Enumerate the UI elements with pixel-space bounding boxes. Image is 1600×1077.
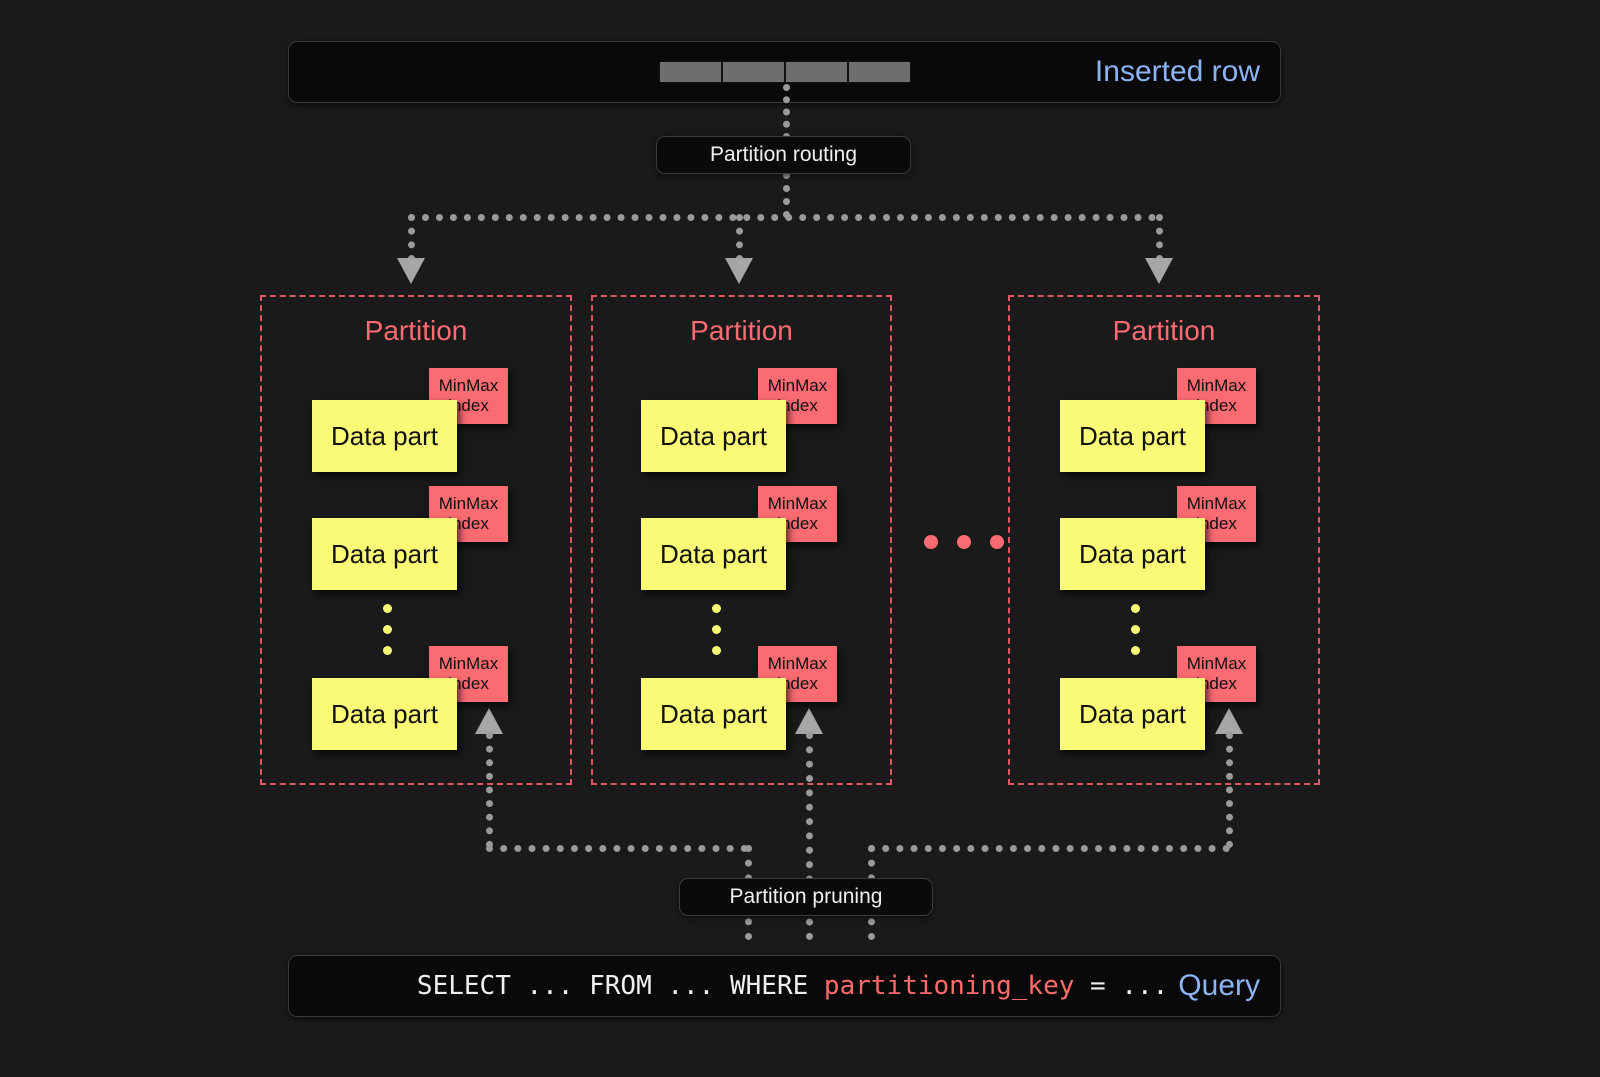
row-cell — [722, 61, 785, 83]
ellipsis-dot — [383, 625, 392, 634]
minmax-index-line-2: index — [777, 514, 818, 533]
data-part-box: Data part — [312, 678, 457, 750]
partition-title: Partition — [690, 315, 793, 346]
ellipsis-dot — [383, 646, 392, 655]
partition-box-2: Partition — [591, 295, 892, 785]
arrow-into-partition-2-bottom — [795, 708, 823, 734]
arrow-into-partition-1-bottom — [475, 708, 503, 734]
minmax-index-box: MinMax index — [758, 486, 837, 542]
minmax-index-line-1: MinMax — [1186, 654, 1247, 674]
connector-pruning-to-partition-3 — [1226, 732, 1233, 848]
minmax-index-line-2: index — [1196, 396, 1237, 415]
data-part-box: Data part — [1060, 518, 1205, 590]
row-cell — [848, 61, 911, 83]
connector-bus-to-partition-2 — [736, 214, 743, 262]
ellipsis-dot — [957, 535, 971, 549]
minmax-index-line-2: index — [448, 514, 489, 533]
partition-title: Partition — [1112, 315, 1216, 346]
minmax-index-line-2: index — [1196, 674, 1237, 693]
minmax-index-line-1: MinMax — [438, 654, 499, 674]
query-code-prefix: SELECT ... FROM ... WHERE — [416, 971, 824, 1001]
data-part-box: Data part — [1060, 678, 1205, 750]
ellipsis-dot — [712, 604, 721, 613]
partition-routing-box: Partition routing — [656, 136, 911, 174]
minmax-index-line-1: MinMax — [438, 494, 499, 514]
minmax-index-line-2: index — [448, 674, 489, 693]
ellipsis-dot — [924, 535, 938, 549]
partition-title: Partition — [364, 315, 468, 346]
ellipsis-dot — [712, 646, 721, 655]
minmax-index-line-1: MinMax — [1186, 376, 1247, 396]
connector-bus-to-partition-3 — [1156, 214, 1163, 262]
data-part-group: MinMax index Data part — [1060, 486, 1256, 590]
data-part-group: MinMax index Data part — [312, 368, 508, 472]
query-code-keyword: partitioning_key — [823, 971, 1075, 1001]
pruning-bus-left — [486, 845, 748, 852]
inserted-row-label: Inserted row — [1094, 55, 1260, 88]
minmax-index-line-1: MinMax — [767, 494, 828, 514]
data-part-group: MinMax index Data part — [641, 486, 837, 590]
data-part-ellipsis — [1131, 604, 1140, 655]
ellipsis-dot — [712, 625, 721, 634]
partition-box-3: Partition — [1008, 295, 1320, 785]
pruning-bus-right — [868, 845, 1230, 852]
minmax-index-line-2: index — [1196, 514, 1237, 533]
minmax-index-box: MinMax index — [758, 646, 837, 702]
minmax-index-line-2: index — [777, 674, 818, 693]
connector-routing-to-bus — [783, 172, 790, 218]
data-part-group: MinMax index Data part — [641, 368, 837, 472]
query-label: Query — [1178, 969, 1260, 1002]
data-part-ellipsis — [712, 604, 721, 655]
inserted-row-cells — [659, 61, 911, 83]
partition-ellipsis — [924, 535, 1004, 549]
data-part-group: MinMax index Data part — [312, 646, 508, 750]
connector-row-to-routing — [783, 84, 790, 140]
minmax-index-line-2: index — [448, 396, 489, 415]
minmax-index-line-1: MinMax — [767, 654, 828, 674]
minmax-index-line-1: MinMax — [438, 376, 499, 396]
data-part-box: Data part — [1060, 400, 1205, 472]
data-part-ellipsis — [383, 604, 392, 655]
minmax-index-line-1: MinMax — [767, 376, 828, 396]
data-part-box: Data part — [641, 400, 786, 472]
ellipsis-dot — [990, 535, 1004, 549]
data-part-box: Data part — [312, 400, 457, 472]
query-code-text: SELECT ... FROM ... WHERE partitioning_k… — [323, 941, 1168, 1031]
data-part-group: MinMax index Data part — [1060, 368, 1256, 472]
minmax-index-box: MinMax index — [1177, 486, 1256, 542]
data-part-group: MinMax index Data part — [312, 486, 508, 590]
row-cell — [785, 61, 848, 83]
minmax-index-box: MinMax index — [758, 368, 837, 424]
connector-pruning-to-partition-2 — [806, 732, 813, 940]
data-part-box: Data part — [641, 518, 786, 590]
minmax-index-line-1: MinMax — [1186, 494, 1247, 514]
partition-box-1: Partition — [260, 295, 572, 785]
data-part-group: MinMax index Data part — [1060, 646, 1256, 750]
routing-bus-line — [408, 214, 1156, 221]
arrow-into-partition-3-bottom — [1215, 708, 1243, 734]
row-cell — [659, 61, 722, 83]
arrow-into-partition-2 — [725, 258, 753, 284]
partition-routing-label: Partition routing — [709, 143, 858, 166]
partition-pruning-box: Partition pruning — [679, 878, 933, 916]
partition-pruning-label: Partition pruning — [729, 885, 883, 908]
ellipsis-dot — [1131, 646, 1140, 655]
minmax-index-line-2: index — [777, 396, 818, 415]
data-part-box: Data part — [641, 678, 786, 750]
ellipsis-dot — [1131, 625, 1140, 634]
query-banner: SELECT ... FROM ... WHERE partitioning_k… — [288, 955, 1281, 1017]
query-code-suffix: = ... — [1074, 971, 1169, 1001]
arrow-into-partition-1 — [397, 258, 425, 284]
connector-bus-to-partition-1 — [408, 214, 415, 262]
connector-pruning-to-partition-1 — [486, 732, 493, 848]
ellipsis-dot — [383, 604, 392, 613]
arrow-into-partition-3 — [1145, 258, 1173, 284]
data-part-box: Data part — [312, 518, 457, 590]
ellipsis-dot — [1131, 604, 1140, 613]
data-part-group: MinMax index Data part — [641, 646, 837, 750]
